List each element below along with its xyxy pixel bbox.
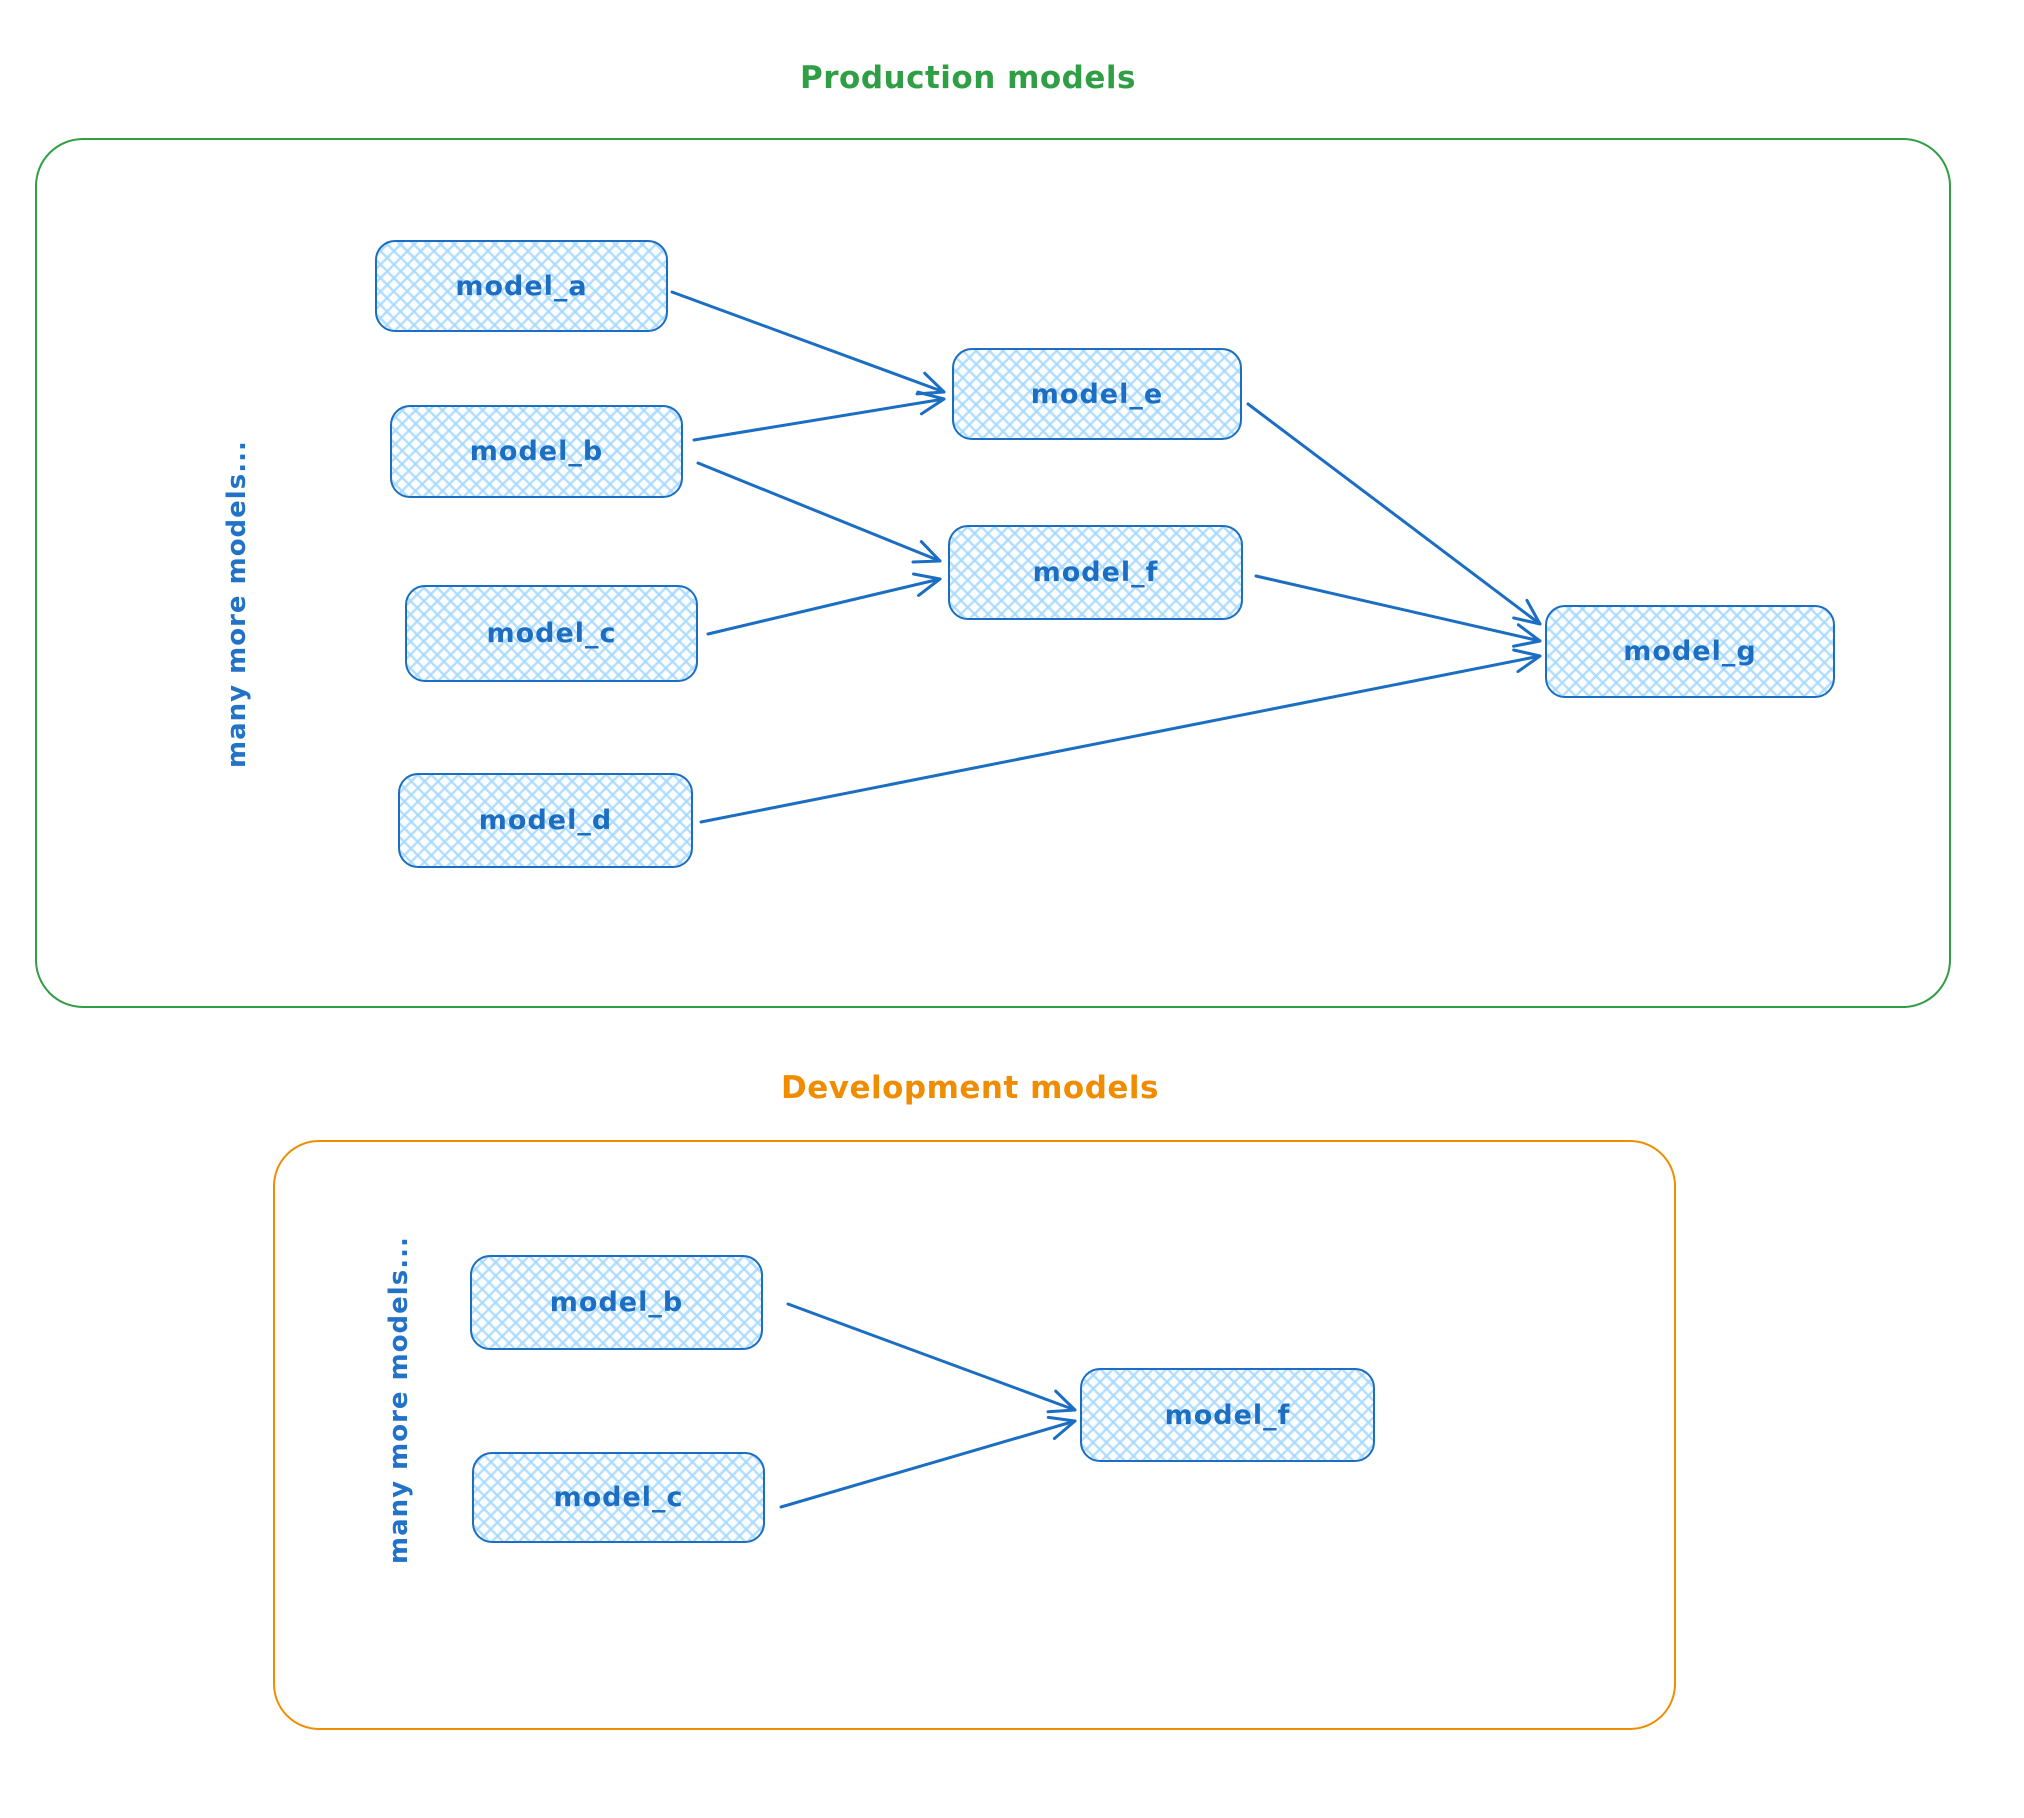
production-node-model-a: model_a bbox=[375, 240, 668, 332]
production-section-title: Production models bbox=[800, 60, 1136, 96]
node-label: model_a bbox=[455, 270, 588, 302]
node-label: model_f bbox=[1032, 557, 1159, 588]
development-node-model-c: model_c bbox=[472, 1452, 765, 1543]
production-frame bbox=[35, 138, 1951, 1008]
production-node-model-c: model_c bbox=[405, 585, 698, 682]
production-node-model-d: model_d bbox=[398, 773, 693, 868]
production-side-label: many more models... bbox=[222, 440, 252, 768]
node-label: model_c bbox=[486, 618, 617, 649]
node-label: model_b bbox=[549, 1287, 684, 1318]
production-node-model-e: model_e bbox=[952, 348, 1242, 440]
node-label: model_c bbox=[553, 1482, 684, 1513]
node-label: model_g bbox=[1623, 636, 1757, 667]
development-node-model-f: model_f bbox=[1080, 1368, 1375, 1462]
development-node-model-b: model_b bbox=[470, 1255, 763, 1350]
production-node-model-f: model_f bbox=[948, 525, 1243, 620]
node-label: model_f bbox=[1164, 1399, 1291, 1431]
node-label: model_e bbox=[1030, 378, 1164, 410]
production-node-model-b: model_b bbox=[390, 405, 683, 498]
development-side-label: many more models... bbox=[384, 1236, 414, 1564]
production-node-model-g: model_g bbox=[1545, 605, 1835, 698]
development-frame bbox=[273, 1140, 1676, 1730]
development-section-title: Development models bbox=[780, 1070, 1160, 1106]
node-label: model_d bbox=[478, 805, 613, 836]
node-label: model_b bbox=[469, 436, 604, 467]
